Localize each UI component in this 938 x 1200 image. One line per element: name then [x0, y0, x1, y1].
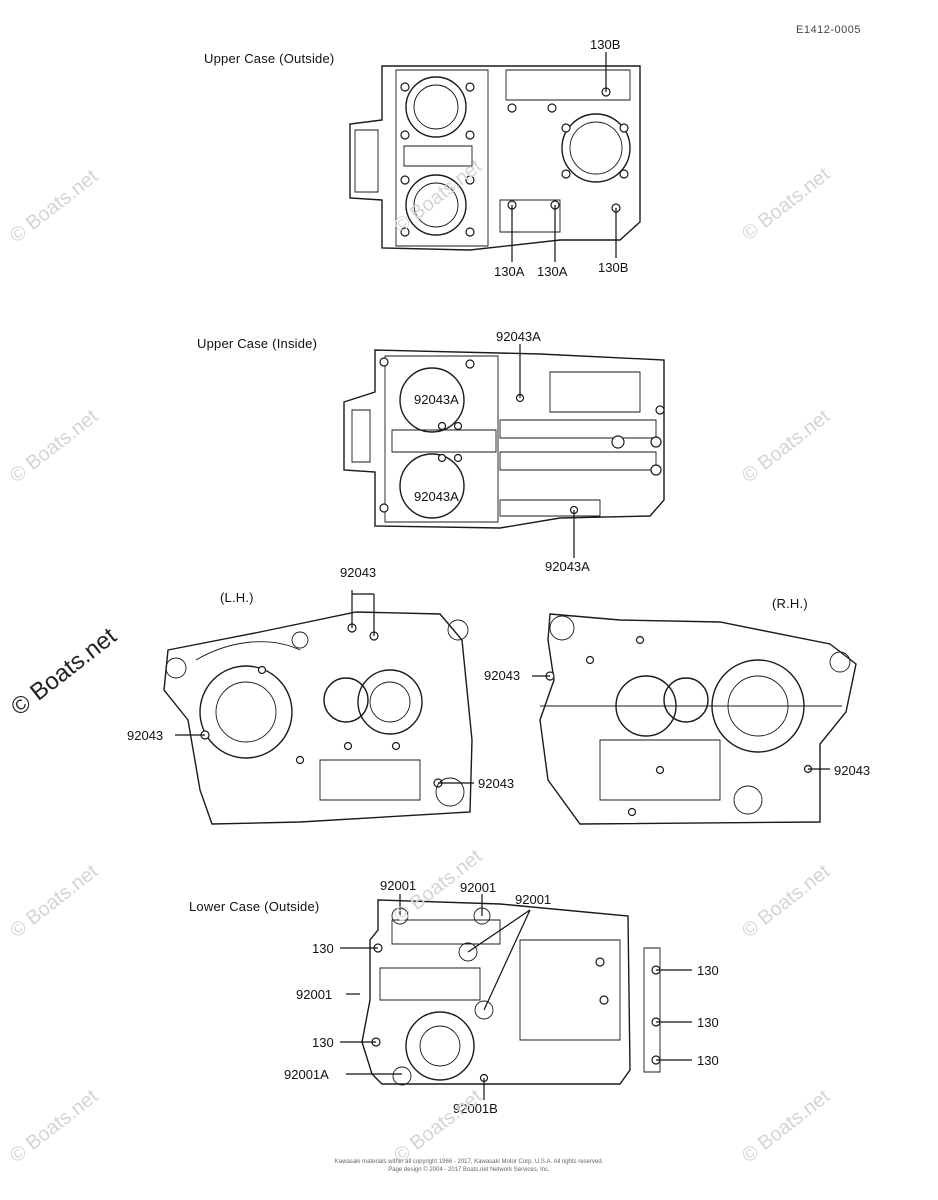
callout-92043a-bottom[interactable]: 92043A: [545, 559, 590, 574]
callout-lo-130-right-1[interactable]: 130: [697, 963, 719, 978]
callout-lo-92001b[interactable]: 92001B: [453, 1101, 498, 1116]
callout-lo-130-2[interactable]: 130: [312, 1035, 334, 1050]
callout-lo-92001-2[interactable]: 92001: [460, 880, 497, 895]
section-lower-case-outside: Lower Case (Outside): [189, 899, 320, 914]
upper-case-inside-drawing: [343, 344, 665, 558]
callout-92043a-mid-upper[interactable]: 92043A: [414, 392, 459, 407]
callout-lo-92001-3[interactable]: 92001: [515, 892, 552, 907]
callout-lo-130-right-3[interactable]: 130: [697, 1053, 719, 1068]
lh-case-drawing: [163, 590, 474, 825]
callout-130b-bottom[interactable]: 130B: [598, 260, 629, 275]
document-id: E1412-0005: [796, 24, 861, 36]
section-upper-case-outside: Upper Case (Outside): [204, 51, 335, 66]
lower-case-outside-drawing: [340, 894, 692, 1100]
upper-case-outside-drawing: [349, 52, 641, 262]
callout-lh-92043-right[interactable]: 92043: [478, 776, 515, 791]
callout-lo-130-1[interactable]: 130: [312, 941, 334, 956]
callout-130b-top[interactable]: 130B: [590, 37, 621, 52]
section-rh: (R.H.): [772, 596, 808, 611]
callout-92043a-mid-lower[interactable]: 92043A: [414, 489, 459, 504]
callout-lo-92001a[interactable]: 92001A: [284, 1067, 329, 1082]
callout-lh-92043-top[interactable]: 92043: [340, 565, 377, 580]
copyright-line-2: Page design © 2004 - 2017 Boats.net Netw…: [388, 1167, 550, 1173]
rh-case-drawing: [532, 613, 857, 825]
copyright-line-1: Kawasaki materials within all copyright …: [334, 1159, 604, 1165]
callout-rh-92043-right[interactable]: 92043: [834, 763, 871, 778]
callout-lo-92001-1[interactable]: 92001: [380, 878, 417, 893]
section-upper-case-inside: Upper Case (Inside): [197, 336, 318, 351]
callout-92043a-top[interactable]: 92043A: [496, 329, 541, 344]
callout-130a-left[interactable]: 130A: [494, 264, 525, 279]
callout-lo-92001-4[interactable]: 92001: [296, 987, 333, 1002]
section-lh: (L.H.): [220, 590, 254, 605]
callout-lo-130-right-2[interactable]: 130: [697, 1015, 719, 1030]
callout-130a-right[interactable]: 130A: [537, 264, 568, 279]
callout-lh-92043-left[interactable]: 92043: [127, 728, 164, 743]
callout-rh-92043-left[interactable]: 92043: [484, 668, 521, 683]
